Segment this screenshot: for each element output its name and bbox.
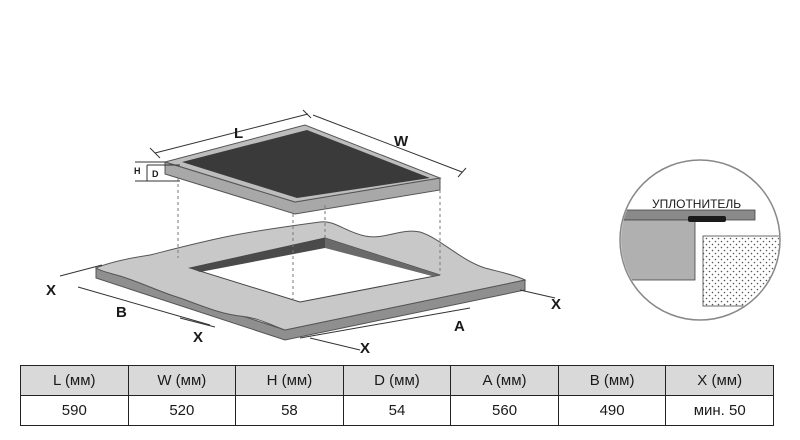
header-cell-h: H (мм) xyxy=(235,365,344,396)
value-cell-l: 590 xyxy=(20,395,129,426)
header-cell-d: D (мм) xyxy=(342,365,452,396)
table-header-row: L (мм) W (мм) H (мм) D (мм) A (мм) B (мм… xyxy=(20,365,774,396)
header-cell-l: L (мм) xyxy=(20,365,129,396)
hob xyxy=(163,124,442,215)
value-cell-b: 490 xyxy=(557,395,667,426)
label-a: A xyxy=(454,318,465,335)
header-cell-b: B (мм) xyxy=(557,365,667,396)
label-b: B xyxy=(116,304,127,321)
value-cell-x: мин. 50 xyxy=(665,395,774,426)
value-cell-w: 520 xyxy=(127,395,237,426)
label-x-right: X xyxy=(551,296,561,313)
value-cell-h: 58 xyxy=(235,395,344,426)
label-x-bottom-left: X xyxy=(193,329,203,346)
seal-detail-inset: УПЛОТНИТЕЛЬ xyxy=(619,159,781,321)
label-x-bottom: X xyxy=(360,340,370,357)
label-x-left: X xyxy=(46,282,56,299)
dimension-labels: L W H D X B X X A X xyxy=(46,125,561,357)
table-row: 590 520 58 54 560 490 мин. 50 xyxy=(20,395,774,426)
dimensions-table: L (мм) W (мм) H (мм) D (мм) A (мм) B (мм… xyxy=(20,365,774,426)
seal-label: УПЛОТНИТЕЛЬ xyxy=(652,197,741,211)
dimension-lines xyxy=(59,109,556,351)
header-cell-x: X (мм) xyxy=(665,365,774,396)
header-cell-a: A (мм) xyxy=(450,365,559,396)
label-h: H xyxy=(134,166,141,176)
value-cell-d: 54 xyxy=(342,395,452,426)
installation-diagram: L W H D X B X X A X УПЛОТНИТЕЛЬ xyxy=(46,109,781,357)
header-cell-w: W (мм) xyxy=(127,365,237,396)
countertop xyxy=(95,221,527,341)
label-w: W xyxy=(394,133,409,150)
label-d: D xyxy=(152,169,159,179)
projection-lines xyxy=(177,178,441,300)
value-cell-a: 560 xyxy=(450,395,559,426)
label-l: L xyxy=(234,125,243,142)
